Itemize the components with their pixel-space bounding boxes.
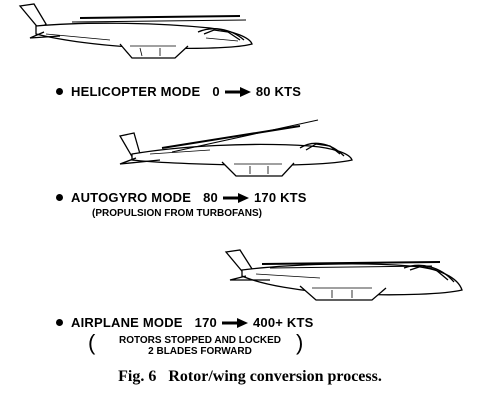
- airplane-note-line-1: ROTORS STOPPED AND LOCKED: [118, 335, 282, 346]
- mode-label: AUTOGYRO MODE: [71, 190, 192, 205]
- speed-from: 80: [203, 190, 218, 205]
- mode-label: HELICOPTER MODE: [71, 84, 201, 99]
- arrow-right-icon: [222, 192, 249, 203]
- arrow-right-icon: [221, 317, 248, 328]
- bullet-icon: [56, 319, 63, 326]
- autogyro-mode-aircraft: [118, 119, 353, 177]
- airplane-mode-line: AIRPLANE MODE 170 400+ KTS: [56, 315, 313, 330]
- open-paren: (: [88, 330, 96, 355]
- speed-to: 80 KTS: [255, 84, 302, 99]
- airplane-note: ROTORS STOPPED AND LOCKED 2 BLADES FORWA…: [102, 335, 298, 357]
- airplane-mode-aircraft: [224, 249, 463, 301]
- close-paren: ): [296, 330, 304, 355]
- speed-from: 170: [194, 315, 217, 330]
- bullet-icon: [56, 88, 63, 95]
- autogyro-mode-line: AUTOGYRO MODE 80 170 KTS: [56, 190, 307, 205]
- speed-to: 400+ KTS: [252, 315, 314, 330]
- speed-from: 0: [212, 84, 220, 99]
- airplane-note-line-2: 2 BLADES FORWARD: [148, 346, 252, 357]
- autogyro-note: (PROPULSION FROM TURBOFANS): [92, 208, 262, 219]
- figure-caption-text: Rotor/wing conversion process.: [168, 368, 382, 385]
- speed-to: 170 KTS: [253, 190, 307, 205]
- mode-label: AIRPLANE MODE: [71, 315, 183, 330]
- arrow-right-icon: [224, 86, 251, 97]
- helicopter-mode-line: HELICOPTER MODE 0 80 KTS: [56, 84, 301, 99]
- figure-caption: Fig. 6 Rotor/wing conversion process.: [0, 368, 500, 386]
- helicopter-mode-aircraft: [18, 3, 253, 59]
- figure-number: Fig. 6: [118, 368, 157, 385]
- bullet-icon: [56, 194, 63, 201]
